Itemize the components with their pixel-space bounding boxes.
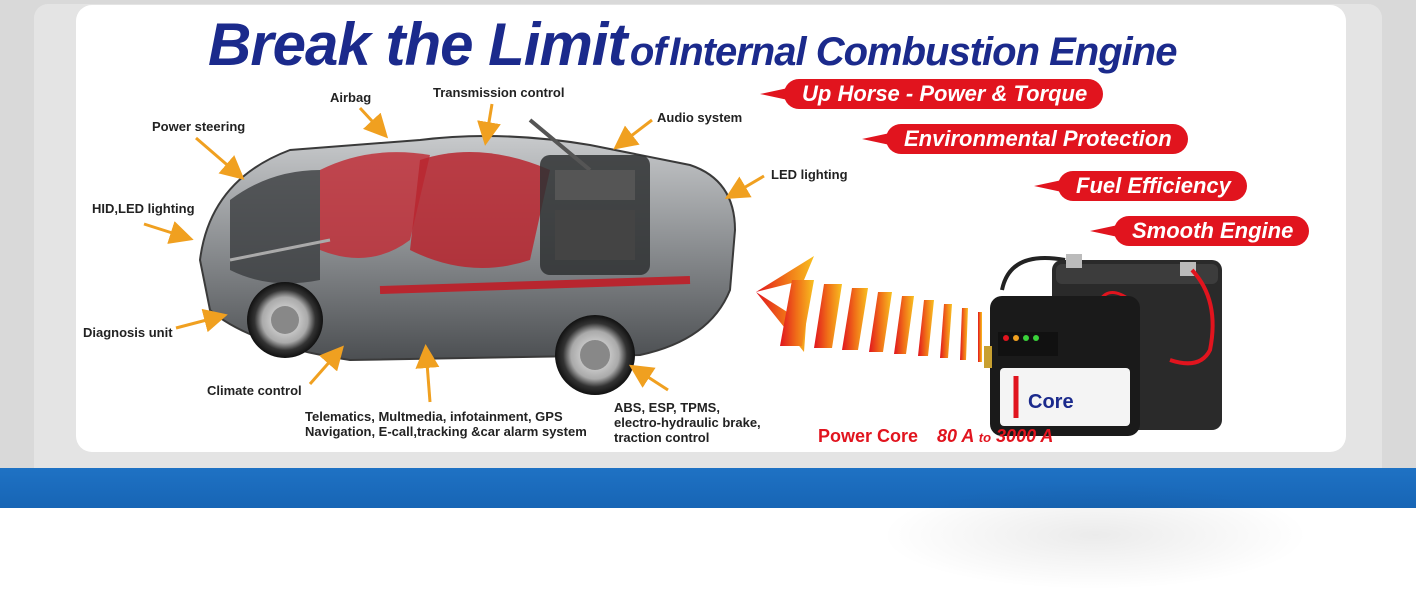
- label-airbag: Airbag: [330, 90, 372, 105]
- blue-footer-bar: [0, 468, 1416, 508]
- label-diagnosis-unit: Diagnosis unit: [83, 325, 173, 340]
- label-audio-system: Audio system: [657, 110, 743, 125]
- headline-subject: Internal Combustion Engine: [669, 30, 1177, 74]
- label-abs-line1: ABS, ESP, TPMS,: [614, 400, 720, 415]
- product-brand: Power Core 80 A to 3000 A: [818, 426, 1053, 447]
- headline-main: Break the Limit: [208, 11, 627, 78]
- headline: Break the Limit of Internal Combustion E…: [208, 10, 1177, 79]
- benefit-pill-fuel: Fuel Efficiency: [1034, 171, 1247, 201]
- headline-connector: of: [629, 30, 667, 74]
- benefit-pill-power: Up Horse - Power & Torque: [759, 79, 1104, 109]
- label-abs-line3: traction control: [614, 430, 710, 445]
- product-range-to: to: [978, 430, 992, 445]
- label-power-steering: Power steering: [152, 119, 246, 134]
- product-range-high: 3000 A: [996, 426, 1054, 446]
- product-brand-name: Power Core: [818, 426, 919, 446]
- benefit-pill-smooth: Smooth Engine: [1089, 216, 1310, 246]
- device-logo: Core: [1028, 391, 1074, 413]
- product-range: 80 A to 3000 A: [937, 426, 1053, 446]
- benefit-pill-environment: Environmental Protection: [862, 124, 1188, 154]
- power-core-product-image: Core: [984, 254, 1222, 436]
- label-telematics-line1: Telematics, Multmedia, infotainment, GPS: [305, 409, 563, 424]
- label-telematics-line2: Navigation, E-call,tracking &car alarm s…: [305, 424, 587, 439]
- label-transmission-control: Transmission control: [433, 85, 565, 100]
- label-climate-control: Climate control: [207, 383, 302, 398]
- label-led-lighting: LED lighting: [771, 167, 848, 182]
- label-hid-led-lighting: HID,LED lighting: [92, 201, 195, 216]
- label-abs-line2: electro-hydraulic brake,: [614, 415, 761, 430]
- large-arrow-icon: [756, 256, 982, 362]
- car-illustration: [198, 118, 737, 395]
- product-range-low: 80 A: [937, 426, 974, 446]
- shadow-decoration: [880, 480, 1310, 590]
